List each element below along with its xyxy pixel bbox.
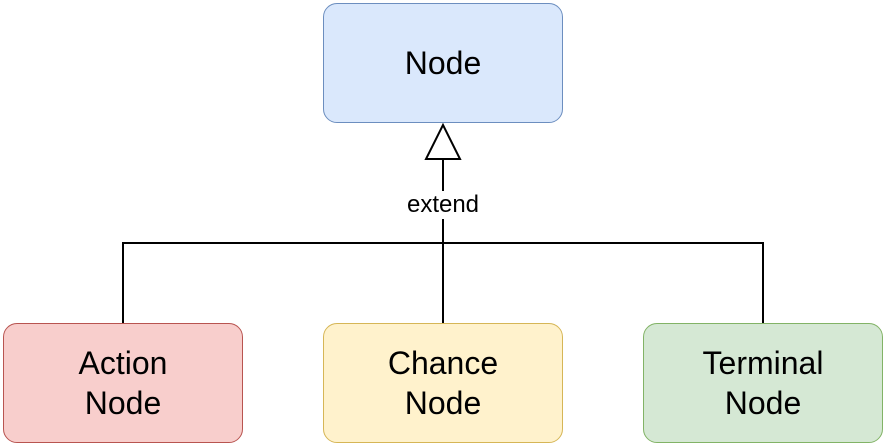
action-node-label: Action Node: [78, 345, 168, 421]
parent-node-box: Node: [323, 3, 563, 123]
terminal-node-connector: [443, 242, 764, 323]
action-node-box: Action Node: [3, 323, 243, 443]
parent-node-label: Node: [404, 45, 482, 81]
chance-node-box: Chance Node: [323, 323, 563, 443]
action-node-connector: [122, 242, 443, 323]
terminal-node-label: Terminal Node: [702, 345, 824, 421]
extend-label: extend: [393, 191, 493, 219]
chance-node-label: Chance Node: [387, 345, 499, 421]
terminal-node-box: Terminal Node: [643, 323, 883, 443]
inheritance-arrowhead: [424, 122, 462, 160]
